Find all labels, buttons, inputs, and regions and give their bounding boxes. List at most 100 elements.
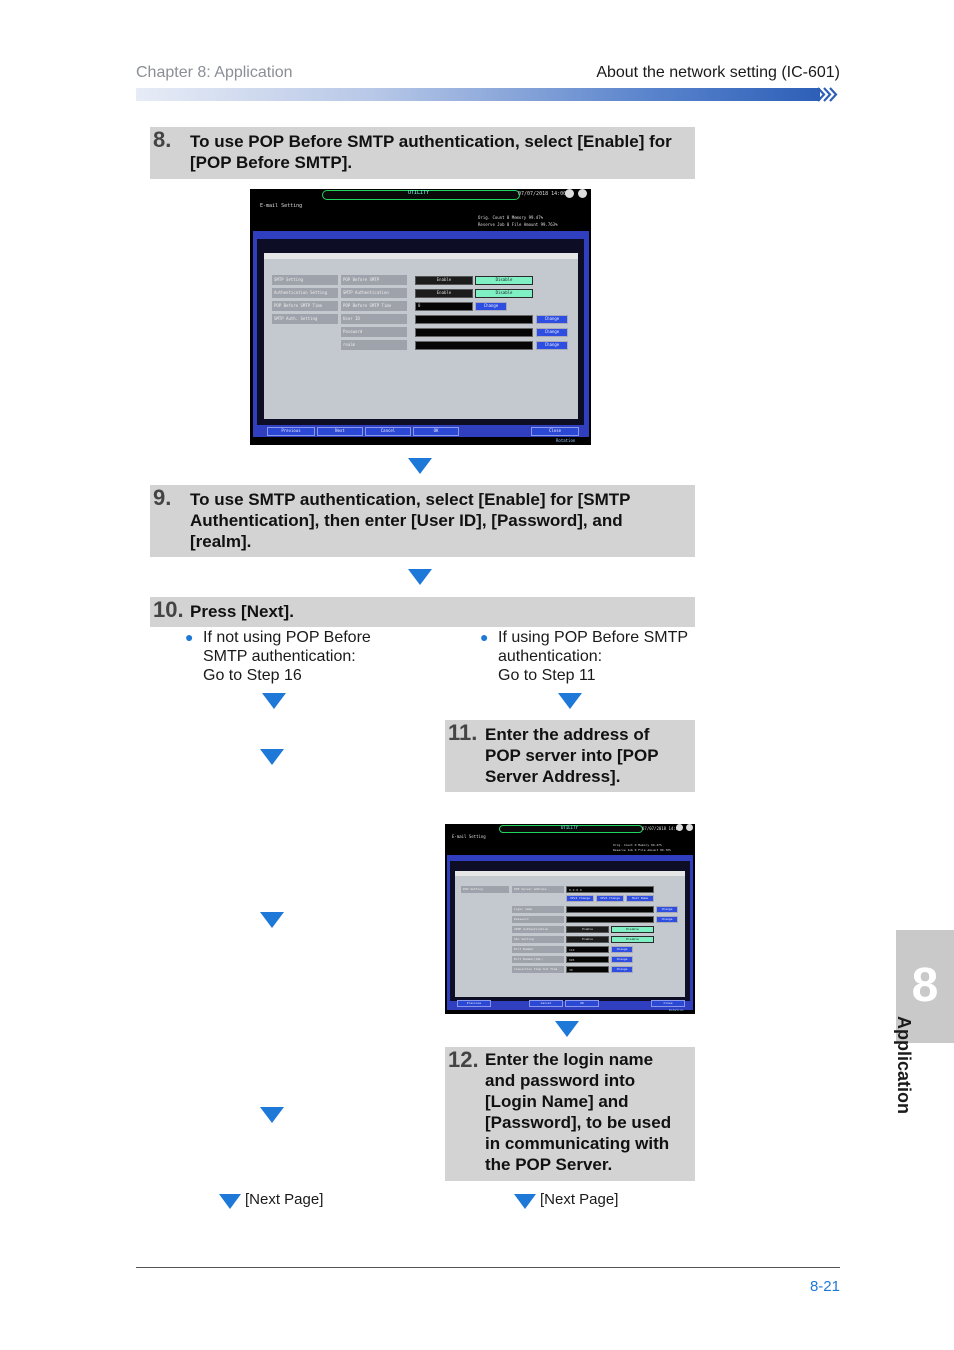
realm-field[interactable] (415, 341, 533, 350)
port-number-change-button[interactable]: Change (611, 946, 633, 953)
help-icon[interactable] (565, 189, 574, 198)
orig-count: Orig. Count 0 Memory 99.47% (613, 843, 662, 847)
row-label-authentication-setting[interactable]: Authentication Setting (272, 288, 338, 298)
close-button[interactable]: Close (651, 1000, 685, 1007)
row-label-pop-setting[interactable]: POP Setting (461, 886, 509, 893)
step-number: 12. (448, 1047, 479, 1072)
password-field[interactable] (566, 916, 654, 923)
help-icon[interactable] (676, 824, 683, 831)
screen-subtitle: E-mail Setting (452, 834, 486, 839)
chapter-label: Application (894, 1016, 914, 1114)
pop-server-address-field[interactable]: 0.0.0.0 (566, 886, 654, 893)
ipv6-change-button[interactable]: IPv6 Change (596, 895, 624, 902)
realm-change-button[interactable]: Change (536, 341, 568, 350)
screen-datetime: 07/07/2018 14:00 (642, 826, 681, 831)
smtp-auth-disable-button[interactable]: Disable (475, 289, 533, 298)
ipv4-change-button[interactable]: IPv4 Change (566, 895, 594, 902)
step-8: 8. To use POP Before SMTP authentication… (150, 127, 695, 179)
content-frame: SMTP Setting POP Before SMTP Enable Disa… (253, 231, 589, 437)
row-label-pop-time-left[interactable]: POP Before SMTP Time (272, 301, 338, 311)
port-ssl-field[interactable]: 995 (566, 956, 609, 963)
row-label-login-name: Login name (512, 906, 564, 913)
row-label-smtp-auth-setting[interactable]: SMTP Auth. Setting (272, 314, 338, 324)
row-label-smtp-setting[interactable]: SMTP Setting (272, 275, 338, 285)
port-ssl-change-button[interactable]: Change (611, 956, 633, 963)
bullet-dot-icon: ● (185, 629, 194, 645)
step-11: 11. Enter the address of POP server into… (445, 720, 695, 792)
settings-icon[interactable] (686, 824, 693, 831)
chevron-right-icon (817, 87, 838, 102)
utility-title-pill (499, 825, 643, 833)
pop-before-smtp-disable-button[interactable]: Disable (475, 276, 533, 285)
port-number-field[interactable]: 110 (566, 946, 609, 953)
ssl-enable-button[interactable]: Enable (566, 936, 609, 943)
apop-enable-button[interactable]: Enable (566, 926, 609, 933)
row-label-password: Password (512, 916, 564, 923)
step-text: To use SMTP authentication, select [Enab… (190, 490, 631, 551)
cancel-button[interactable]: Cancel (365, 427, 411, 436)
step-9: 9. To use SMTP authentication, select [E… (150, 485, 695, 557)
ok-button[interactable]: OK (413, 427, 459, 436)
down-arrow-icon (260, 912, 284, 928)
row-label-port-ssl: Port Number(SSL) (512, 956, 564, 963)
row-label-pop-time: POP Before SMTP Time (341, 301, 407, 311)
ok-button[interactable]: OK (565, 1000, 599, 1007)
row-label-ssl: SSL Setting (512, 936, 564, 943)
row-label-apop: APOP Authentication (512, 926, 564, 933)
screen-datetime: 07/07/2018 14:00 (518, 191, 567, 197)
close-button[interactable]: Close (531, 427, 579, 436)
next-page-arrow-icon (219, 1194, 241, 1209)
timeout-change-button[interactable]: Change (611, 966, 633, 973)
login-name-change-button[interactable]: Change (656, 906, 678, 913)
ssl-disable-button[interactable]: Disable (611, 936, 654, 943)
pop-time-change-button[interactable]: Change (475, 302, 507, 311)
step-text: Press [Next]. (190, 602, 294, 621)
password-change-button[interactable]: Change (536, 328, 568, 337)
user-id-field[interactable] (415, 315, 533, 324)
next-page-link-right[interactable]: [Next Page] (540, 1191, 619, 1208)
row-label-port-number: Port Number (512, 946, 564, 953)
screen-title: UTILITY (561, 825, 578, 830)
pop-time-field[interactable]: 0 (415, 302, 473, 311)
apop-disable-button[interactable]: Disable (611, 926, 654, 933)
down-arrow-icon (555, 1021, 579, 1037)
pop-before-smtp-enable-button[interactable]: Enable (415, 276, 473, 285)
step-10: 10. Press [Next]. (150, 597, 695, 627)
next-button[interactable]: Next (317, 427, 363, 436)
bullet-using-pop: ● If using POP Before SMTP authenticatio… (480, 629, 689, 684)
row-label-smtp-authentication: SMTP Authentication (341, 288, 407, 298)
reserve-job: Reserve Job 0 File Amount 99.763% (478, 222, 558, 227)
row-label-password: Password (341, 327, 407, 337)
rotation-label[interactable]: Rotation (669, 1008, 684, 1012)
down-arrow-icon (260, 749, 284, 765)
step-12: 12. Enter the login name and password in… (445, 1047, 695, 1181)
down-arrow-icon (260, 1107, 284, 1123)
password-change-button[interactable]: Change (656, 916, 678, 923)
content-frame: POP Setting POP Server Address 0.0.0.0 I… (447, 855, 693, 1010)
page-number: 8-21 (809, 1278, 840, 1295)
down-arrow-icon (408, 569, 432, 585)
smtp-auth-enable-button[interactable]: Enable (415, 289, 473, 298)
host-name-button[interactable]: Host Name (626, 895, 654, 902)
next-page-link-left[interactable]: [Next Page] (245, 1191, 324, 1208)
row-label-pop-before-smtp: POP Before SMTP (341, 275, 407, 285)
email-setting-screen: UTILITY 07/07/2018 14:00 E-mail Setting … (250, 189, 591, 445)
settings-panel: POP Setting POP Server Address 0.0.0.0 I… (455, 871, 685, 997)
down-arrow-icon (262, 693, 286, 709)
user-id-change-button[interactable]: Change (536, 315, 568, 324)
header-gradient-bar (136, 88, 820, 101)
step-number: 10. (153, 597, 184, 622)
footer-divider (136, 1267, 840, 1268)
password-field[interactable] (415, 328, 533, 337)
cancel-button[interactable]: Cancel (529, 1000, 563, 1007)
login-name-field[interactable] (566, 906, 654, 913)
timeout-field[interactable]: 30 (566, 966, 609, 973)
screen-subtitle: E-mail Setting (260, 203, 303, 209)
previous-button[interactable]: Previous (267, 427, 315, 436)
rotation-label[interactable]: Rotation (556, 438, 576, 443)
settings-icon[interactable] (578, 189, 587, 198)
previous-button[interactable]: Previous (457, 1000, 491, 1007)
step-number: 11. (448, 720, 478, 745)
settings-panel: SMTP Setting POP Before SMTP Enable Disa… (264, 253, 578, 419)
down-arrow-icon (408, 458, 432, 474)
